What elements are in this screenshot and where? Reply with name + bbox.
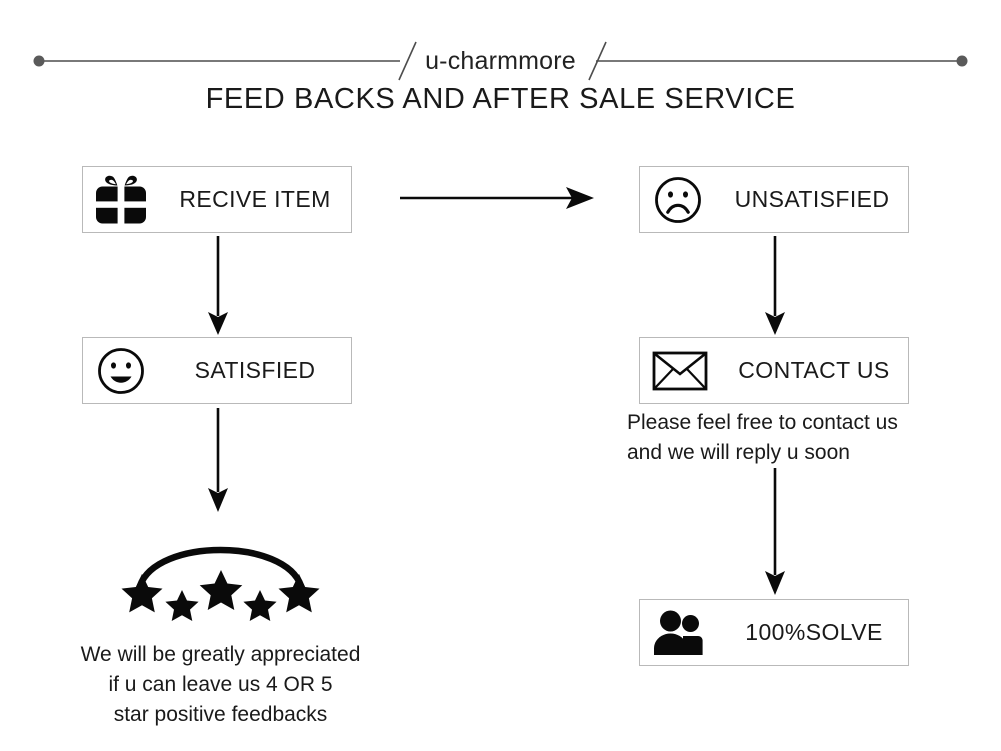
flow-node-label: 100%SOLVE — [745, 619, 883, 645]
smiley-face-icon — [83, 346, 159, 396]
envelope-icon — [640, 351, 720, 391]
page-title: FEED BACKS AND AFTER SALE SERVICE — [205, 83, 796, 115]
stars-caption: We will be greatly appreciated if u can … — [80, 643, 361, 726]
brand-name: u-charmmore — [425, 47, 576, 75]
flow-node-solve[interactable]: 100%SOLVE — [639, 599, 909, 666]
flow-node-label: CONTACT US — [738, 357, 890, 383]
flow-node-satisfied[interactable]: SATISFIED — [82, 337, 352, 404]
sad-face-icon — [640, 175, 716, 225]
flow-node-label: UNSATISFIED — [734, 186, 890, 212]
arrow-unsatisfied-to-contact — [749, 236, 801, 336]
arrow-recive-to-satisfied — [192, 236, 244, 336]
flow-node-recive-item[interactable]: RECIVE ITEM — [82, 166, 352, 233]
arrow-contact-to-solve — [749, 468, 801, 596]
header-divider — [0, 40, 1001, 82]
flow-node-label: RECIVE ITEM — [179, 186, 331, 212]
flow-node-contact-us[interactable]: CONTACT US — [639, 337, 909, 404]
flow-node-unsatisfied[interactable]: UNSATISFIED — [639, 166, 909, 233]
flow-node-label: SATISFIED — [194, 357, 316, 383]
gift-icon — [83, 173, 159, 227]
arrow-satisfied-to-stars — [192, 408, 244, 513]
people-icon — [640, 610, 720, 656]
arrow-left-to-right-column — [400, 178, 595, 218]
five-stars-arc-icon — [118, 528, 323, 623]
contact-caption: Please feel free to contact us and we wi… — [627, 411, 898, 464]
